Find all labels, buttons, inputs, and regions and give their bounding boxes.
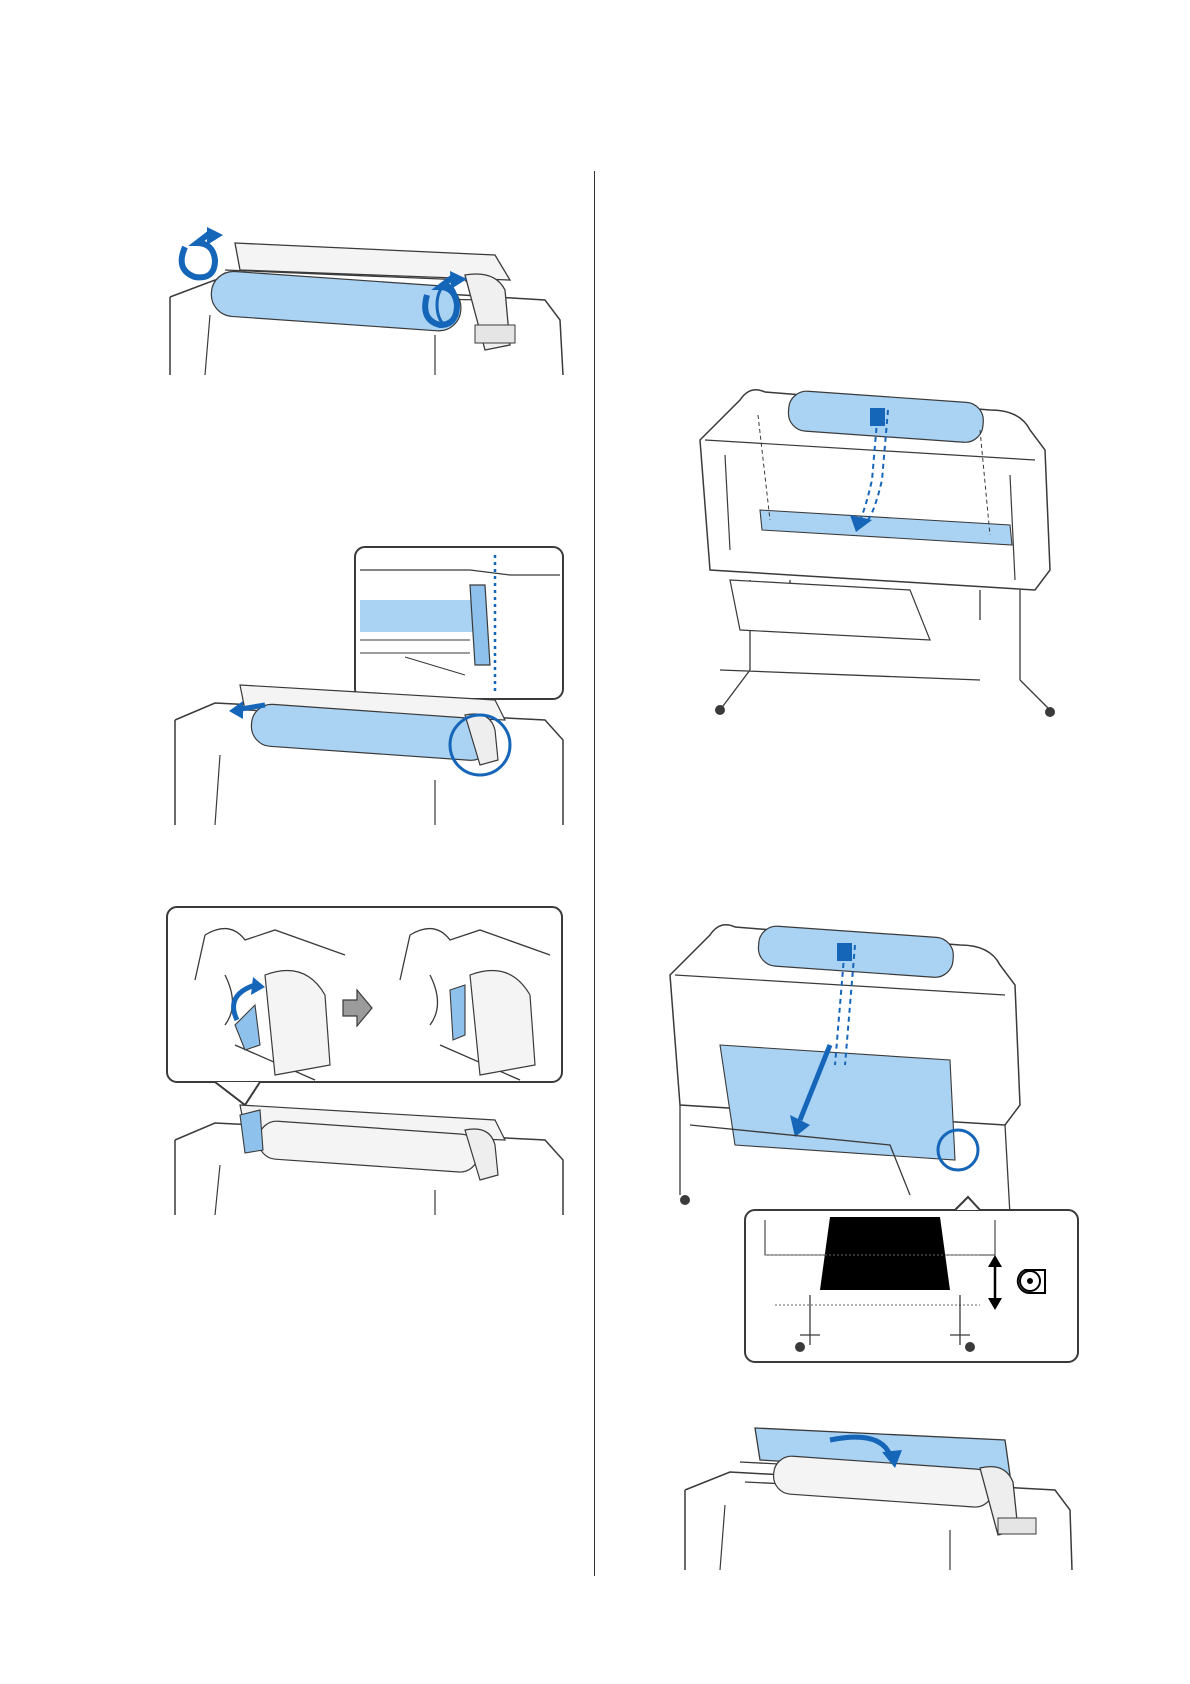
align-roll-edge-icon <box>165 545 565 825</box>
figure-rotate-roll <box>165 225 565 375</box>
figure-align-roll <box>165 545 565 825</box>
figure-close-cover <box>680 1420 1075 1570</box>
paper-feed-path-icon <box>690 380 1070 720</box>
column-divider <box>594 171 595 1576</box>
paper-roll-icon <box>1018 1270 1045 1293</box>
figure-paper-basket <box>650 915 1080 1365</box>
figure-paper-path <box>690 380 1070 720</box>
figure-lock-lever <box>165 905 565 1215</box>
lower-lock-lever-icon <box>165 905 565 1215</box>
rotate-roll-arrows-icon <box>165 225 565 375</box>
close-roll-cover-icon <box>680 1420 1075 1570</box>
paper-into-basket-icon <box>650 915 1080 1365</box>
